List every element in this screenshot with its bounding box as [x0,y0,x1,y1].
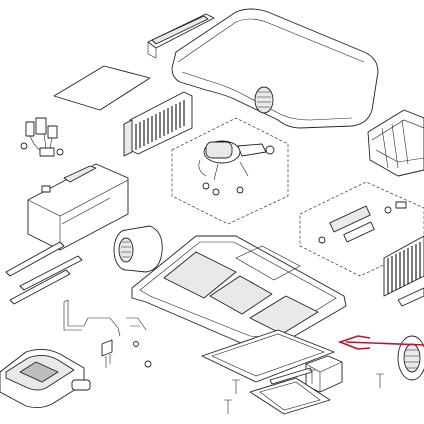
mounting-frame [249,367,331,415]
highlight-arrow-icon [337,335,424,350]
condenser-fan [397,335,424,381]
bracket [63,299,121,337]
cover-plate [53,65,151,111]
front-grille [147,13,215,59]
top-cover [171,8,379,129]
small-parts [101,317,152,368]
compressor-unit [171,117,289,225]
control-board [299,181,424,277]
secondary-shroud [367,109,424,177]
electrical-components [20,117,64,157]
ceiling-assembly [0,349,85,409]
blower-fan [113,225,163,273]
cover-vent-grille [254,86,274,114]
condenser-coil [123,91,193,157]
bolts [224,369,384,414]
electrical-box [27,163,129,251]
gasket-frame [201,329,335,383]
evaporator-coil [383,235,424,307]
remote-control [71,379,91,391]
base-pan [131,235,347,349]
drain-box [305,355,343,393]
mounting-rails [5,241,83,305]
